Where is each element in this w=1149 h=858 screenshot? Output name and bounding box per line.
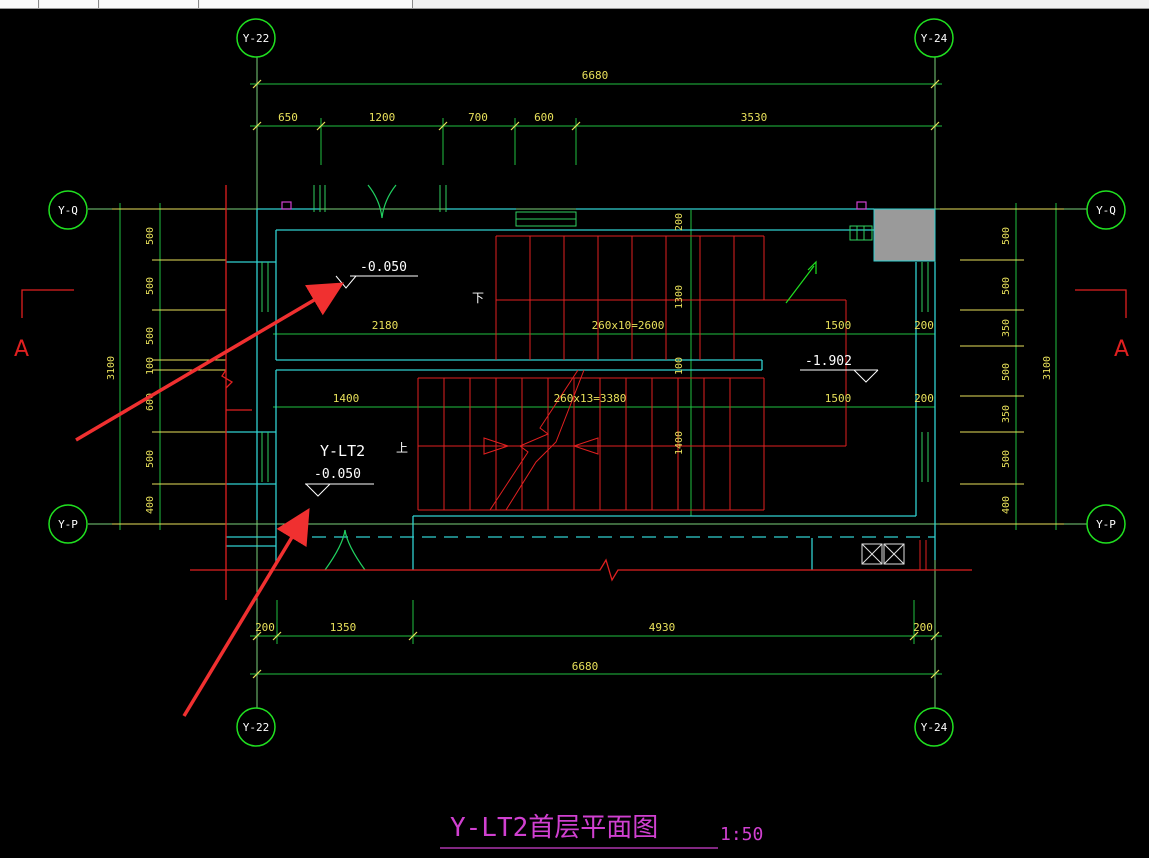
dim-bottom-total: 6680 [572, 660, 599, 673]
elevation-label-landing: -1.902 [805, 354, 852, 369]
dim-lower-1400: 1400 [333, 392, 360, 405]
dim-mid-100: 100 [674, 357, 685, 375]
toolbar-tab[interactable] [100, 0, 199, 8]
left-break-line [221, 185, 252, 600]
axis-bubble-y22-bottom: Y-22 [236, 707, 276, 747]
dim-upper-200: 200 [914, 319, 934, 332]
dim-lower-run: 260x13=3380 [554, 392, 627, 405]
dim-lower-200: 200 [914, 392, 934, 405]
section-label-left: A [14, 337, 29, 362]
dim-top-700: 700 [468, 111, 488, 124]
dim-right-total: 3100 [1042, 356, 1053, 380]
axis-bubble-yq-left: Y-Q [48, 190, 88, 230]
break-line [190, 558, 972, 582]
dim-mid-200: 200 [674, 213, 685, 231]
drawing-title: Y-LT2首层平面图 [450, 813, 658, 843]
dim-right-500a: 500 [1001, 227, 1012, 245]
dim-left-500b: 500 [145, 277, 156, 295]
right-break-lines [919, 540, 927, 570]
upper-stair-flight [495, 235, 847, 446]
section-label-right: A [1114, 337, 1129, 362]
stair-name-label: Y-LT2 [320, 442, 365, 460]
dim-right-350a: 350 [1001, 319, 1012, 337]
axis-bubble-y22-top: Y-22 [236, 18, 276, 58]
axis-bubble-yq-right: Y-Q [1086, 190, 1126, 230]
elevation-marker-landing [800, 369, 879, 383]
toolbar-tab[interactable] [40, 0, 99, 8]
dim-bottom-4930: 4930 [649, 621, 676, 634]
left-dimension-extensions [112, 208, 226, 525]
window-toolbar [0, 0, 1149, 9]
door-swings [324, 184, 397, 571]
dim-lower-1500: 1500 [825, 392, 852, 405]
dim-left-500c: 500 [145, 327, 156, 345]
dim-top-1200: 1200 [369, 111, 396, 124]
dim-right-500c: 500 [1001, 363, 1012, 381]
dim-right-400: 400 [1001, 496, 1012, 514]
north-arrow-icon [785, 260, 817, 304]
down-direction-label: 下 [472, 291, 484, 305]
axis-label: Y-24 [921, 32, 948, 45]
structural-column [873, 208, 936, 262]
dim-left-400: 400 [145, 496, 156, 514]
axis-label: Y-22 [243, 721, 270, 734]
axis-label: Y-22 [243, 32, 270, 45]
toolbar-tab[interactable] [0, 0, 39, 8]
dim-top-total: 6680 [582, 69, 609, 82]
dimension-ticks [252, 79, 940, 679]
dim-right-500d: 500 [1001, 450, 1012, 468]
marker-square [281, 201, 292, 210]
windows [261, 185, 929, 482]
axis-label: Y-Q [58, 204, 78, 217]
dim-right-350b: 350 [1001, 405, 1012, 423]
axis-bubble-y24-top: Y-24 [914, 18, 954, 58]
dim-bottom-1350: 1350 [330, 621, 357, 634]
dim-left-500a: 500 [145, 227, 156, 245]
dim-left-600: 600 [145, 393, 156, 411]
walls [226, 208, 936, 570]
dimension-lines [119, 83, 1057, 675]
lower-stair-flight [417, 369, 846, 511]
dim-upper-run: 260x10=2600 [592, 319, 665, 332]
axis-label: Y-24 [921, 721, 948, 734]
section-marker-left [21, 289, 74, 318]
axis-grid-lines [88, 56, 1087, 708]
elevation-label-lower: -0.050 [314, 467, 361, 482]
right-dimension-extensions [940, 208, 1064, 525]
elevation-label-upper: -0.050 [360, 260, 407, 275]
dim-left-500d: 500 [145, 450, 156, 468]
toolbar-tab[interactable] [200, 0, 413, 8]
dim-top-650: 650 [278, 111, 298, 124]
dim-bottom-200b: 200 [913, 621, 933, 634]
dim-top-600: 600 [534, 111, 554, 124]
marker-square [856, 201, 867, 210]
dim-left-100: 100 [145, 357, 156, 375]
floor-drain-boxes [861, 543, 905, 565]
dim-top-3530: 3530 [741, 111, 768, 124]
axis-label: Y-P [58, 518, 78, 531]
section-marker-right [1075, 289, 1127, 318]
drawing-scale: 1:50 [720, 824, 763, 845]
dim-upper-2180: 2180 [372, 319, 399, 332]
axis-label: Y-P [1096, 518, 1116, 531]
elevation-marker-upper [335, 275, 418, 289]
dim-upper-1500: 1500 [825, 319, 852, 332]
dim-left-total: 3100 [106, 356, 117, 380]
axis-label: Y-Q [1096, 204, 1116, 217]
dim-bottom-200a: 200 [255, 621, 275, 634]
dim-right-500b: 500 [1001, 277, 1012, 295]
up-direction-label: 上 [396, 441, 408, 455]
dim-mid-1300: 1300 [674, 285, 685, 309]
callout-arrows [75, 282, 345, 717]
dim-mid-1400: 1400 [674, 431, 685, 455]
axis-bubble-yp-right: Y-P [1086, 504, 1126, 544]
elevation-marker-lower [305, 483, 374, 497]
axis-bubble-y24-bottom: Y-24 [914, 707, 954, 747]
axis-bubble-yp-left: Y-P [48, 504, 88, 544]
